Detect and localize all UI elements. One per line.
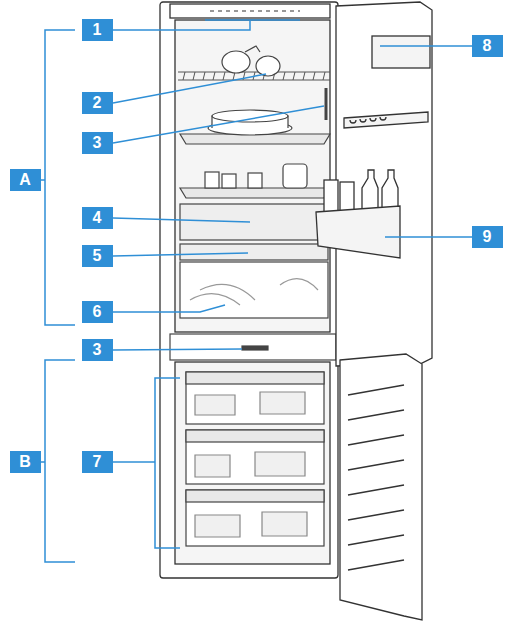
drawing-part xyxy=(195,392,307,537)
callout-text: 9 xyxy=(483,229,492,245)
callout-text: 8 xyxy=(483,38,492,54)
drawing-part xyxy=(113,74,266,103)
drawing-part xyxy=(372,36,430,68)
drawing-part xyxy=(40,360,75,562)
drawing-part xyxy=(316,206,400,258)
drawing-part xyxy=(256,56,280,76)
drawing-part xyxy=(175,362,330,564)
drawing-part xyxy=(113,20,300,30)
freezer-door xyxy=(340,354,422,620)
drawing-part xyxy=(178,80,330,81)
bracket xyxy=(40,30,75,562)
drawing-part xyxy=(186,372,324,384)
drawing-part xyxy=(170,334,336,360)
callout-text: 4 xyxy=(93,210,102,226)
drawing-part xyxy=(222,174,236,188)
drawing-part xyxy=(113,349,242,350)
drawing-part xyxy=(245,46,260,52)
drawing-part xyxy=(180,244,328,260)
drawing-part xyxy=(348,385,404,570)
drawing-part xyxy=(380,45,472,47)
drawing-part xyxy=(210,10,300,11)
drawing-part xyxy=(242,346,268,350)
callout-number: 8 xyxy=(472,35,503,57)
glass-shelf-and-cake xyxy=(180,88,330,144)
drawing-part xyxy=(113,253,248,256)
drawing-part xyxy=(336,2,432,366)
drawing-part xyxy=(344,112,428,128)
drawing-part xyxy=(113,305,225,312)
callout-number: 5 xyxy=(82,245,113,267)
callout-number: 3 xyxy=(82,132,113,154)
drawing-part xyxy=(222,51,250,73)
drawing-part xyxy=(248,173,262,188)
callout-text: A xyxy=(19,172,31,188)
callout-number: 9 xyxy=(472,226,503,248)
callout-text: 7 xyxy=(93,454,102,470)
callout-number: 6 xyxy=(82,301,113,323)
drawing-part xyxy=(180,204,328,240)
callout-text: 1 xyxy=(93,22,102,38)
drawing-part xyxy=(283,164,307,188)
leader-lines xyxy=(113,20,472,548)
drawing-part xyxy=(175,20,330,332)
callout-text: 6 xyxy=(93,304,102,320)
drawing-part xyxy=(155,378,180,548)
drawing-part xyxy=(212,110,288,122)
drawing-part xyxy=(205,172,219,188)
drawing-part xyxy=(325,88,328,120)
callout-number: 2 xyxy=(82,92,113,114)
drawing-part xyxy=(113,106,324,143)
bottles xyxy=(222,46,280,76)
drawing-part xyxy=(180,188,330,198)
egg-tray-and-cups xyxy=(180,164,330,198)
drawing-part xyxy=(113,218,250,222)
drawing-part xyxy=(180,262,328,318)
callout-number: A xyxy=(10,169,41,191)
fridge-door xyxy=(316,2,432,366)
drawing-part xyxy=(340,354,422,620)
callout-number: 1 xyxy=(82,19,113,41)
drawing-part xyxy=(170,4,330,18)
drawing-part xyxy=(385,236,472,238)
drawing-part xyxy=(40,30,75,325)
drawing-part xyxy=(113,461,155,463)
callout-text: 3 xyxy=(93,342,102,358)
callout-text: 2 xyxy=(93,95,102,111)
drawing-part xyxy=(190,279,318,305)
drawing-part xyxy=(350,117,386,123)
callout-number: 7 xyxy=(82,451,113,473)
callout-number: B xyxy=(10,451,41,473)
drawing-part xyxy=(186,430,324,442)
callout-text: B xyxy=(19,454,31,470)
freezer-drawers xyxy=(186,372,324,546)
callout-number: 3 xyxy=(82,339,113,361)
callout-text: 3 xyxy=(93,135,102,151)
callout-number: 4 xyxy=(82,207,113,229)
callout-text: 5 xyxy=(93,248,102,264)
drawing-part xyxy=(178,72,330,73)
drawing-part xyxy=(186,490,324,502)
divider xyxy=(170,334,336,360)
